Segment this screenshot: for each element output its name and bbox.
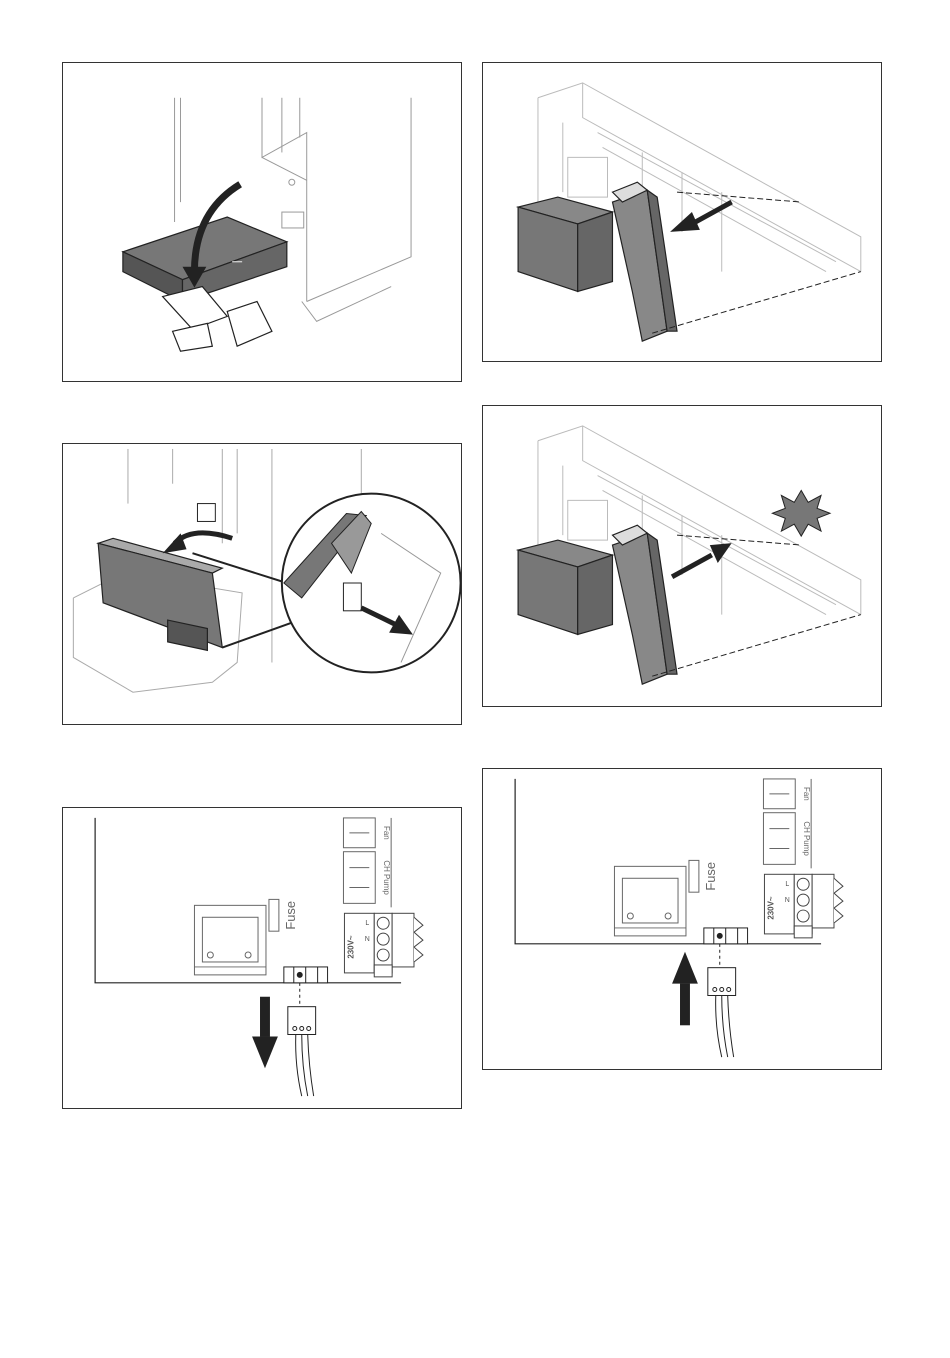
illustration-panel-disconnect-cable: Fuse Fan CH Pump 230V~ L N bbox=[62, 807, 462, 1109]
fuse-label: Fuse bbox=[703, 862, 718, 891]
zoom-detail-circle bbox=[282, 494, 461, 673]
callout-box-1 bbox=[197, 504, 215, 522]
slide-cover bbox=[518, 525, 677, 684]
click-star-icon bbox=[772, 490, 830, 536]
illustration-panel-slide-cover-out bbox=[482, 62, 882, 362]
down-arrow-icon bbox=[252, 997, 278, 1069]
voltage-label: 230V~ bbox=[346, 935, 355, 959]
ch-pump-label: CH Pump bbox=[382, 860, 391, 895]
cable-plug bbox=[288, 1007, 316, 1096]
terminal-block bbox=[344, 913, 422, 977]
pcb-connect-diagram: Fuse Fan CH Pump 230V~ L N bbox=[483, 769, 881, 1069]
ch-pump-label: CH Pump bbox=[802, 821, 811, 856]
right-arrow-icon bbox=[670, 202, 732, 232]
terminal-block bbox=[764, 874, 842, 938]
terminal-n-label: N bbox=[785, 897, 790, 904]
illustration-panel-slide-cover-in bbox=[482, 405, 882, 707]
connector-socket bbox=[704, 928, 748, 944]
cover-slide-in-illustration bbox=[483, 406, 881, 706]
up-arrow-icon bbox=[672, 952, 698, 1026]
fuse-component: Fuse bbox=[269, 899, 298, 931]
fuse-component: Fuse bbox=[689, 860, 718, 892]
fan-label: Fan bbox=[382, 826, 391, 840]
control-box bbox=[123, 217, 287, 351]
illustration-panel-remove-control-box bbox=[62, 62, 462, 382]
right-arrow-icon bbox=[672, 543, 732, 577]
connector-socket bbox=[284, 967, 328, 983]
fan-label: Fan bbox=[802, 787, 811, 801]
illustration-panel-connect-cable: Fuse Fan CH Pump 230V~ L N bbox=[482, 768, 882, 1070]
fuse-label: Fuse bbox=[283, 901, 298, 930]
terminal-l-label: L bbox=[785, 881, 789, 888]
cover-slide-out-illustration bbox=[483, 63, 881, 361]
transformer bbox=[614, 866, 686, 936]
terminal-n-label: N bbox=[365, 936, 370, 943]
release-clip-illustration bbox=[63, 444, 461, 724]
transformer bbox=[194, 905, 266, 975]
terminal-l-label: L bbox=[365, 920, 369, 927]
control-panel-box bbox=[98, 538, 222, 650]
cable-plug bbox=[708, 968, 736, 1057]
illustration-panel-release-clip bbox=[62, 443, 462, 725]
pcb-disconnect-diagram: Fuse Fan CH Pump 230V~ L N bbox=[63, 808, 461, 1108]
slide-cover bbox=[518, 182, 677, 341]
control-box-swing-illustration bbox=[63, 63, 461, 381]
voltage-label: 230V~ bbox=[766, 896, 775, 920]
